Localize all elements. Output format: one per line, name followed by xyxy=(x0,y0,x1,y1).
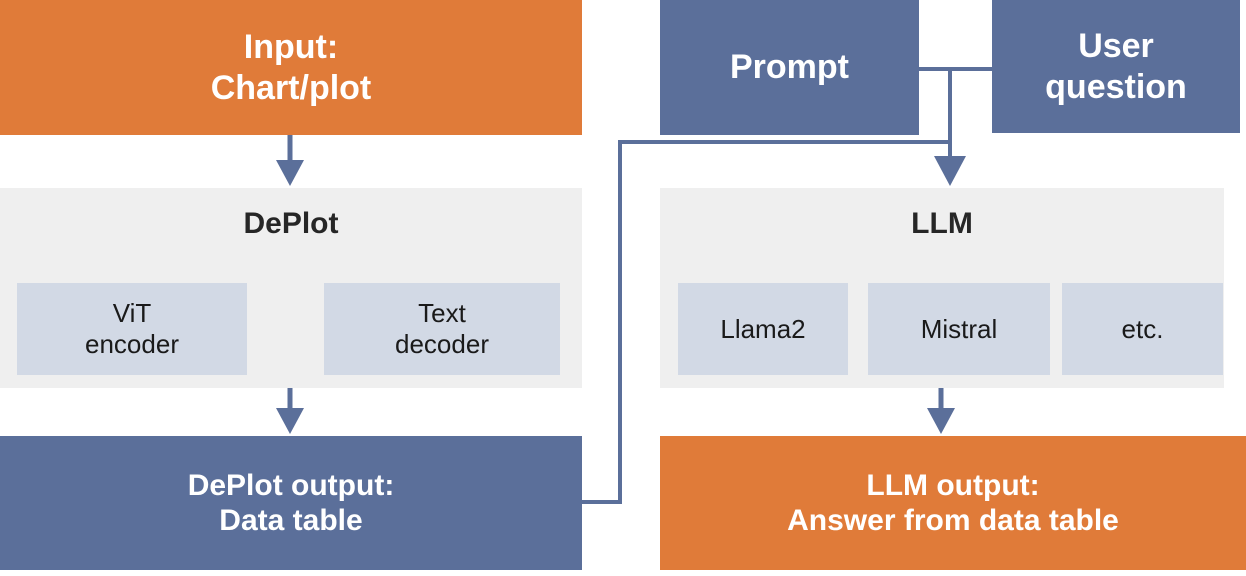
deplot-output-box[interactable]: DePlot output: Data table xyxy=(0,436,582,570)
llama2-box[interactable]: Llama2 xyxy=(678,283,848,375)
deplot-stage-title: DePlot xyxy=(243,207,339,240)
user-question-box[interactable]: User question xyxy=(992,0,1240,133)
connector-deplot-to-output xyxy=(276,388,304,434)
connector-prompt-userquestion-to-llm xyxy=(919,67,992,186)
prompt-box[interactable]: Prompt xyxy=(660,0,919,135)
llm-output-box[interactable]: LLM output: Answer from data table xyxy=(660,436,1246,570)
connector-input-to-deplot xyxy=(276,135,304,186)
connector-llm-to-output xyxy=(927,388,955,434)
vit-encoder-box[interactable]: ViT encoder xyxy=(17,283,247,375)
text-decoder-box[interactable]: Text decoder xyxy=(324,283,560,375)
mistral-box[interactable]: Mistral xyxy=(868,283,1050,375)
llm-stage[interactable]: LLM Llama2 Mistral etc. xyxy=(660,188,1224,388)
deplot-stage[interactable]: DePlot ViT encoder Text decoder xyxy=(0,188,582,388)
llm-stage-title: LLM xyxy=(911,207,973,240)
input-box[interactable]: Input: Chart/plot xyxy=(0,0,582,135)
etc-box[interactable]: etc. xyxy=(1062,283,1223,375)
